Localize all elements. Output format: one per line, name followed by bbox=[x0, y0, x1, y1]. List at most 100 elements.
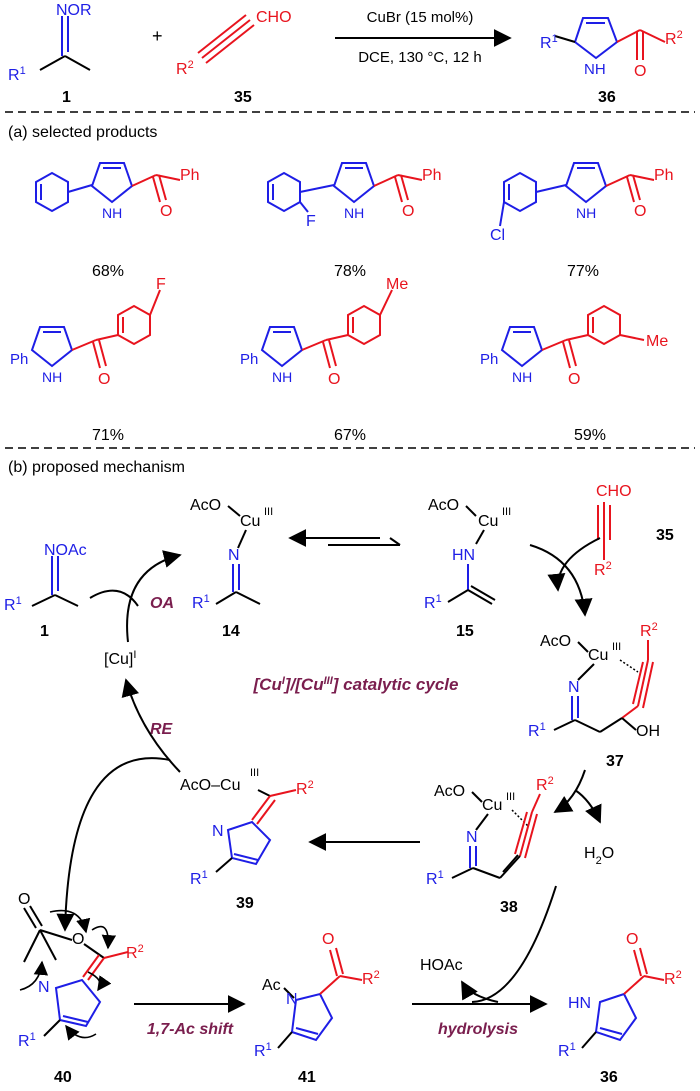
r2-label: R2 bbox=[362, 969, 380, 988]
ph-label: Ph bbox=[180, 167, 200, 184]
o-ether-label: O bbox=[72, 931, 84, 948]
nh-label: NH bbox=[42, 369, 62, 385]
catalytic-cycle-label: [CuI]/[CuIII] catalytic cycle bbox=[253, 675, 459, 694]
ph-label: Ph bbox=[10, 351, 28, 368]
o-carbonyl-label: O bbox=[18, 891, 30, 908]
arrow-hoac-release bbox=[461, 980, 499, 1003]
cu-label: Cu bbox=[478, 513, 498, 530]
cho-label: CHO bbox=[596, 483, 632, 500]
o-label: O bbox=[328, 371, 340, 388]
conditions-top: CuBr (15 mol%) bbox=[367, 9, 474, 26]
product-r1: R1 bbox=[540, 33, 558, 52]
mech-compound-38: AcO Cu III R2 N R1 38 bbox=[426, 775, 554, 916]
arrow-35-join bbox=[547, 537, 601, 592]
iii-label: III bbox=[250, 767, 259, 779]
r1-label: R1 bbox=[18, 1031, 36, 1050]
label-15: 15 bbox=[456, 623, 474, 640]
electron-arrow-1 bbox=[49, 909, 91, 934]
n-label: N bbox=[466, 829, 478, 846]
yield-3: 77% bbox=[567, 263, 599, 280]
compound-label-35: 35 bbox=[234, 89, 252, 106]
r1-label: R1 bbox=[190, 869, 208, 888]
oxime-reactant-1: NOR R1 1 bbox=[8, 2, 92, 106]
electron-arrow-5 bbox=[65, 1024, 97, 1041]
r2-label: R2 bbox=[176, 59, 194, 78]
aco-label: AcO bbox=[540, 633, 571, 650]
o-label: O bbox=[160, 203, 172, 220]
iii-label: III bbox=[612, 641, 621, 653]
cu-label: Cu bbox=[588, 647, 608, 664]
o-label: O bbox=[322, 931, 334, 948]
product-4-fluorobenzoyl: Ph NH O F 71% bbox=[10, 276, 166, 444]
aco-label: AcO bbox=[434, 783, 465, 800]
yield-1: 68% bbox=[92, 263, 124, 280]
electron-arrow-4 bbox=[19, 960, 49, 991]
hn-label: HN bbox=[568, 995, 591, 1012]
r1-label: R1 bbox=[424, 593, 442, 612]
r2-label: R2 bbox=[594, 560, 612, 579]
cu-label: Cu bbox=[482, 797, 502, 814]
water-label: H2O bbox=[584, 845, 614, 867]
ac-shift-label: 1,7-Ac shift bbox=[147, 1021, 234, 1038]
o-label: O bbox=[626, 931, 638, 948]
product-row-2: Ph NH O F 71% Ph NH O Me 67% bbox=[10, 276, 668, 444]
r1-label: R1 bbox=[8, 65, 26, 84]
yield-6: 59% bbox=[574, 427, 606, 444]
hydrolysis-label: hydrolysis bbox=[438, 1021, 518, 1038]
plus-sign: + bbox=[152, 26, 163, 46]
mech-compound-40: O O R2 N R1 40 bbox=[18, 891, 144, 1086]
o-label: O bbox=[568, 371, 580, 388]
iii-label: III bbox=[264, 506, 273, 518]
me-label: Me bbox=[646, 333, 668, 350]
compound-label-36: 36 bbox=[598, 89, 616, 106]
f-label: F bbox=[306, 213, 316, 230]
equilibrium-arrows bbox=[288, 529, 401, 547]
n-label: N bbox=[38, 979, 50, 996]
product-3-chlorophenyl: Cl NH Ph O 77% bbox=[490, 162, 674, 280]
n-label: N bbox=[568, 679, 580, 696]
o-label: O bbox=[98, 371, 110, 388]
arrow-re bbox=[121, 678, 181, 773]
nh-label: NH bbox=[272, 369, 292, 385]
r2-label: R2 bbox=[126, 943, 144, 962]
ph-label: Ph bbox=[422, 167, 442, 184]
ac-label: Ac bbox=[262, 977, 281, 994]
r2-label: R2 bbox=[664, 969, 682, 988]
product-3-methylbenzoyl: Ph NH O Me 59% bbox=[480, 304, 668, 444]
o-label: O bbox=[402, 203, 414, 220]
product-2-fluorophenyl: F NH Ph O 78% bbox=[267, 162, 442, 280]
label-41: 41 bbox=[298, 1069, 316, 1086]
conditions-bottom: DCE, 130 °C, 12 h bbox=[358, 49, 482, 66]
label-36: 36 bbox=[600, 1069, 618, 1086]
r1-label: R1 bbox=[4, 595, 22, 614]
cho-label: CHO bbox=[256, 9, 292, 26]
yield-2: 78% bbox=[334, 263, 366, 280]
iii-label: III bbox=[506, 791, 515, 803]
me-label: Me bbox=[386, 276, 408, 293]
mech-compound-36: HN O R2 R1 36 bbox=[558, 931, 682, 1086]
nh-label: NH bbox=[102, 205, 122, 221]
product-r2: R2 bbox=[665, 29, 683, 48]
label-40: 40 bbox=[54, 1069, 72, 1086]
nh-label: NH bbox=[576, 205, 596, 221]
n-label: N bbox=[228, 547, 240, 564]
n-label: N bbox=[286, 991, 298, 1008]
o-label: O bbox=[634, 203, 646, 220]
arrow-water-release bbox=[574, 789, 602, 824]
general-scheme: NOR R1 1 + R2 CHO 35 CuBr (15 mol%) DCE,… bbox=[8, 2, 683, 106]
section-a-title: (a) selected products bbox=[8, 124, 157, 141]
arrow-oa-join bbox=[89, 589, 139, 607]
r2-label: R2 bbox=[296, 779, 314, 798]
mech-compound-37: AcO Cu III R2 N OH R1 37 bbox=[528, 621, 660, 770]
product-row-1: NH Ph O 68% F NH Ph O 78% bbox=[35, 162, 674, 280]
arrow-37-to-38 bbox=[553, 769, 586, 813]
arrow-oa bbox=[126, 550, 182, 643]
mech-compound-41: Ac N O R2 R1 41 bbox=[254, 931, 380, 1086]
aco-label: AcO bbox=[428, 497, 459, 514]
ph-label: Ph bbox=[654, 167, 674, 184]
nh-label: NH bbox=[512, 369, 532, 385]
r1-label: R1 bbox=[528, 721, 546, 740]
label-39: 39 bbox=[236, 895, 254, 912]
n-label: N bbox=[212, 823, 224, 840]
